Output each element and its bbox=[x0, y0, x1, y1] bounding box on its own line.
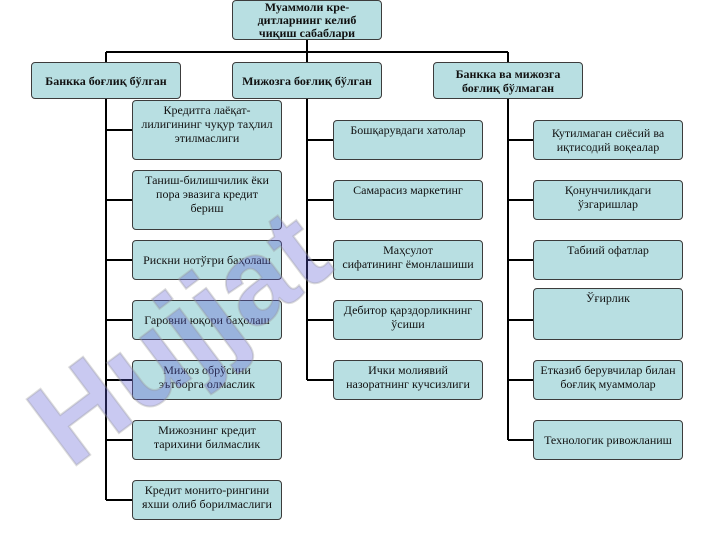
category-neither: Банкка ва мижозга боғлиқ бўлмаган bbox=[433, 62, 583, 99]
bank-item: Мижоз обрўсини эътборга олмаслик bbox=[132, 360, 282, 400]
client-item: Бошқарувдаги хатолар bbox=[333, 120, 483, 160]
client-item-label: Самарасиз маркетинг bbox=[353, 183, 463, 197]
root-box: Муаммоли кре- дитларнинг келиб чиқиш саб… bbox=[232, 0, 382, 40]
neither-item: Кутилмаган сиёсий ва иқтисодий воқеалар bbox=[533, 120, 683, 160]
neither-item: Табиий офатлар bbox=[533, 240, 683, 280]
client-item: Ички молиявий назоратнинг кучсизлиги bbox=[333, 360, 483, 400]
neither-item: Қонунчиликдаги ўзгаришлар bbox=[533, 180, 683, 220]
neither-item-label: Табиий офатлар bbox=[567, 243, 649, 257]
neither-item-label: Етказиб берувчилар билан боғлиқ муаммола… bbox=[540, 363, 676, 391]
root-title: Муаммоли кре- дитларнинг келиб чиқиш саб… bbox=[257, 0, 357, 40]
category-label: Банкка ва мижозга боғлиқ бўлмаган bbox=[455, 66, 561, 95]
bank-item-label: Гаровни юқори баҳолаш bbox=[144, 313, 270, 327]
client-item-label: Ички молиявий назоратнинг кучсизлиги bbox=[346, 363, 470, 391]
neither-item: Ўғирлик bbox=[533, 288, 683, 340]
client-item-label: Дебитор қарздорликнинг ўсиши bbox=[343, 303, 473, 331]
bank-item: Кредит монито-рингини яхши олиб борилмас… bbox=[132, 480, 282, 520]
bank-item: Рискни нотўғри баҳолаш bbox=[132, 240, 282, 280]
neither-item: Технологик ривожланиш bbox=[533, 420, 683, 460]
bank-item: Кредитга лаёқат- лилигининг чуқур таҳлил… bbox=[132, 100, 282, 160]
bank-item: Мижознинг кредит тарихини билмаслик bbox=[132, 420, 282, 460]
bank-item-label: Кредитга лаёқат- лилигининг чуқур таҳлил… bbox=[141, 103, 273, 145]
category-label: Банкка боғлиқ бўлган bbox=[45, 73, 167, 88]
bank-item-label: Таниш-билишчилик ёки пора эвазига кредит… bbox=[145, 173, 269, 215]
bank-item-label: Рискни нотўғри баҳолаш bbox=[143, 253, 271, 267]
client-item-label: Бошқарувдаги хатолар bbox=[350, 123, 466, 137]
bank-item-label: Мижоз обрўсини эътборга олмаслик bbox=[158, 363, 256, 391]
bank-item-label: Мижознинг кредит тарихини билмаслик bbox=[153, 423, 261, 451]
category-client: Мижозга боғлиқ бўлган bbox=[232, 62, 382, 99]
category-bank: Банкка боғлиқ бўлган bbox=[31, 62, 181, 99]
bank-item: Таниш-билишчилик ёки пора эвазига кредит… bbox=[132, 170, 282, 230]
category-label: Мижозга боғлиқ бўлган bbox=[242, 73, 372, 88]
neither-item-label: Ўғирлик bbox=[586, 291, 630, 305]
neither-item-label: Қонунчиликдаги ўзгаришлар bbox=[564, 183, 652, 211]
bank-item-label: Кредит монито-рингини яхши олиб борилмас… bbox=[142, 483, 272, 511]
neither-item-label: Технологик ривожланиш bbox=[544, 433, 672, 447]
neither-item-label: Кутилмаган сиёсий ва иқтисодий воқеалар bbox=[551, 126, 665, 154]
client-item: Маҳсулот сифатининг ёмонлашиши bbox=[333, 240, 483, 280]
client-item-label: Маҳсулот сифатининг ёмонлашиши bbox=[342, 243, 474, 271]
client-item: Самарасиз маркетинг bbox=[333, 180, 483, 220]
bank-item: Гаровни юқори баҳолаш bbox=[132, 300, 282, 340]
client-item: Дебитор қарздорликнинг ўсиши bbox=[333, 300, 483, 340]
neither-item: Етказиб берувчилар билан боғлиқ муаммола… bbox=[533, 360, 683, 400]
